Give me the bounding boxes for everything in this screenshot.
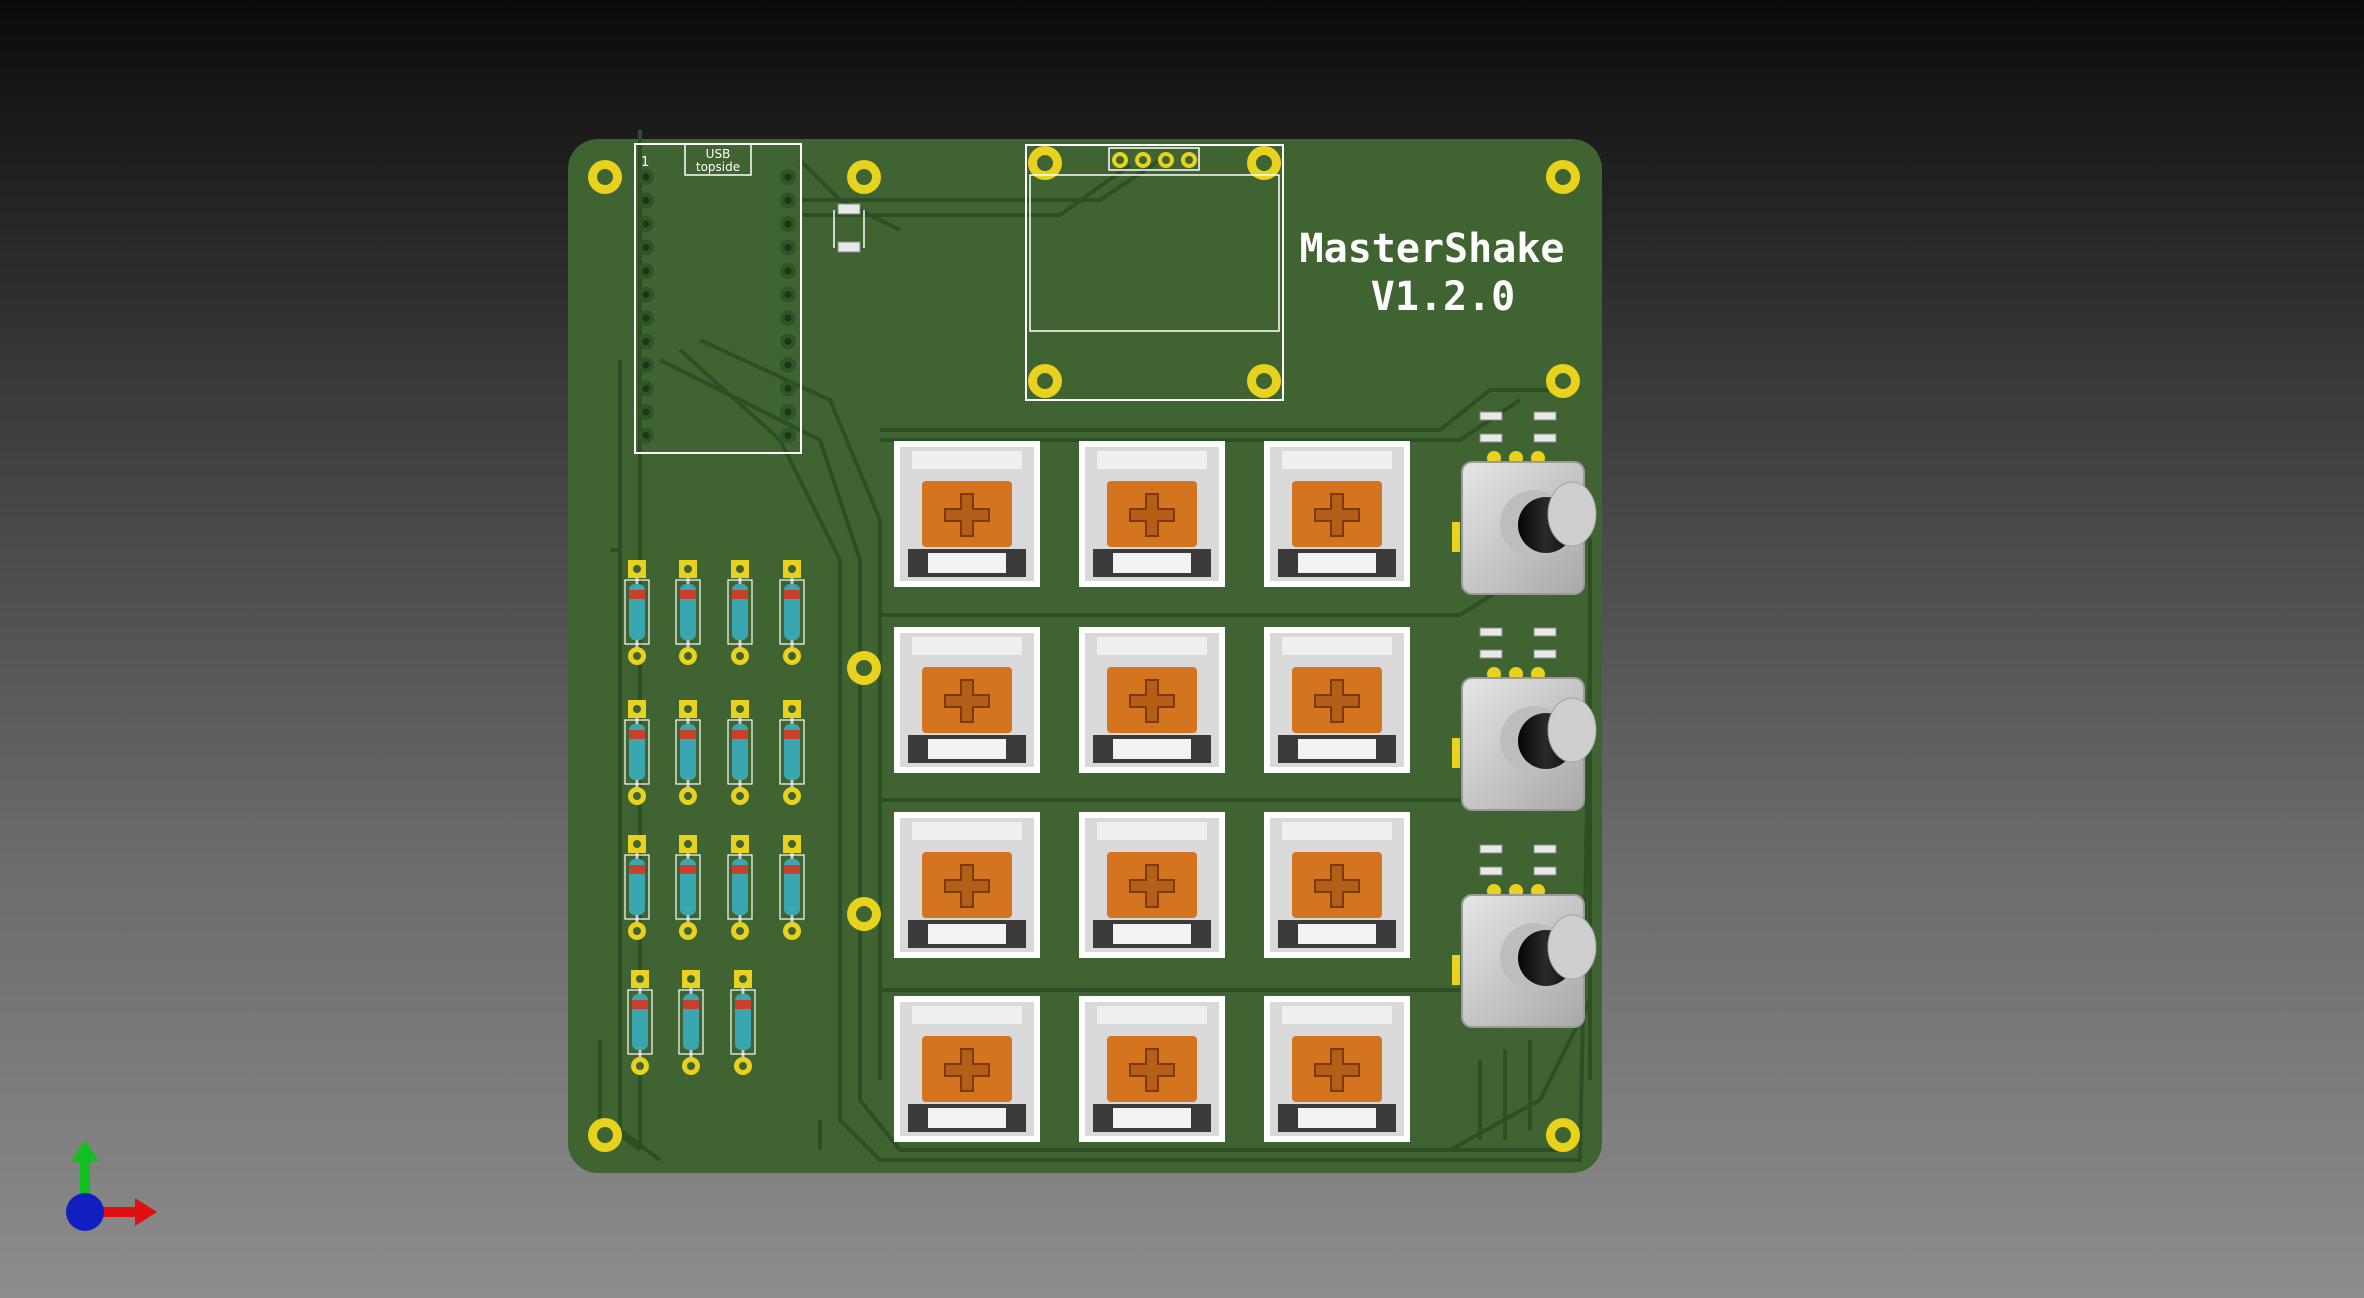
display-header-pins [1112,152,1197,168]
diode [624,700,650,805]
diode [727,560,753,665]
mounting-hole [1546,1118,1580,1152]
diode [678,970,704,1075]
mounting-hole [847,160,881,194]
usb-pin [638,263,654,279]
usb-pin [780,427,796,444]
diode [675,560,701,665]
usb-pin [638,169,654,185]
axis-orientation-indicator [66,1140,157,1231]
key-switch[interactable] [1264,996,1410,1142]
key-switch[interactable] [1079,441,1225,587]
usb-pin [638,216,654,232]
diode [779,700,805,805]
usb-pin [638,357,654,373]
key-switch[interactable] [1264,627,1410,773]
key-switch-grid [894,441,1410,1142]
diode [675,835,701,940]
diode [779,835,805,940]
key-switch[interactable] [894,441,1040,587]
usb-pins-right [780,169,796,444]
key-switch[interactable] [1079,627,1225,773]
usb-label: USB [706,147,731,161]
usb-module-footprint: USB topside 1 [634,143,802,454]
diode [727,700,753,805]
usb-pin [638,239,654,256]
rotary-encoder[interactable] [1452,411,1597,595]
y-axis-arrowhead [71,1140,99,1162]
usb-pins-left [638,169,654,444]
usb-pin [638,286,654,303]
mounting-hole [847,651,881,685]
usb-pin [638,404,654,420]
mounting-hole [1247,364,1281,398]
key-switch[interactable] [894,627,1040,773]
diode [627,970,653,1075]
usb-pin [780,357,796,373]
usb-pin [780,263,796,279]
usb-pin [638,310,654,326]
rotary-encoders [1452,411,1597,1028]
board-title: MasterShake [1300,226,1565,272]
usb-pin [638,333,654,350]
mounting-hole [1028,364,1062,398]
diode [727,835,753,940]
display-pin [1112,152,1128,168]
mounting-hole [588,1118,622,1152]
diode [675,700,701,805]
usb-pin [780,216,796,232]
mounting-hole [588,160,622,194]
pin1-marker: 1 [641,155,649,170]
usb-pin [780,169,796,185]
usb-topside-label: topside [696,160,740,174]
diode [779,560,805,665]
usb-pin [780,239,796,256]
x-axis-arrowhead [135,1198,157,1226]
display-pin [1135,152,1151,168]
usb-pin [638,192,654,209]
mounting-hole [1247,146,1281,180]
display-footprint [1025,144,1284,401]
key-switch[interactable] [894,812,1040,958]
diode [624,560,650,665]
usb-pin [780,404,796,420]
mounting-hole [1546,364,1580,398]
mounting-hole [847,897,881,931]
usb-pin [780,310,796,326]
display-pin [1181,152,1197,168]
key-switch[interactable] [1079,996,1225,1142]
board-version: V1.2.0 [1371,274,1516,320]
usb-pin [780,286,796,303]
mounting-holes [588,146,1580,1152]
mounting-hole [1028,146,1062,180]
diode [624,835,650,940]
diode-array [624,560,805,1075]
key-switch[interactable] [1264,812,1410,958]
usb-pin [780,380,796,397]
usb-pin [638,380,654,397]
key-switch[interactable] [1264,441,1410,587]
z-axis-dot [66,1193,104,1231]
mounting-hole [1546,160,1580,194]
usb-pin [780,333,796,350]
rotary-encoder[interactable] [1452,844,1597,1028]
display-pin [1158,152,1174,168]
key-switch[interactable] [894,996,1040,1142]
usb-pin [780,192,796,209]
smd-capacitors [833,203,865,253]
usb-pin [638,427,654,444]
diode [730,970,756,1075]
key-switch[interactable] [1079,812,1225,958]
rotary-encoder[interactable] [1452,627,1597,811]
